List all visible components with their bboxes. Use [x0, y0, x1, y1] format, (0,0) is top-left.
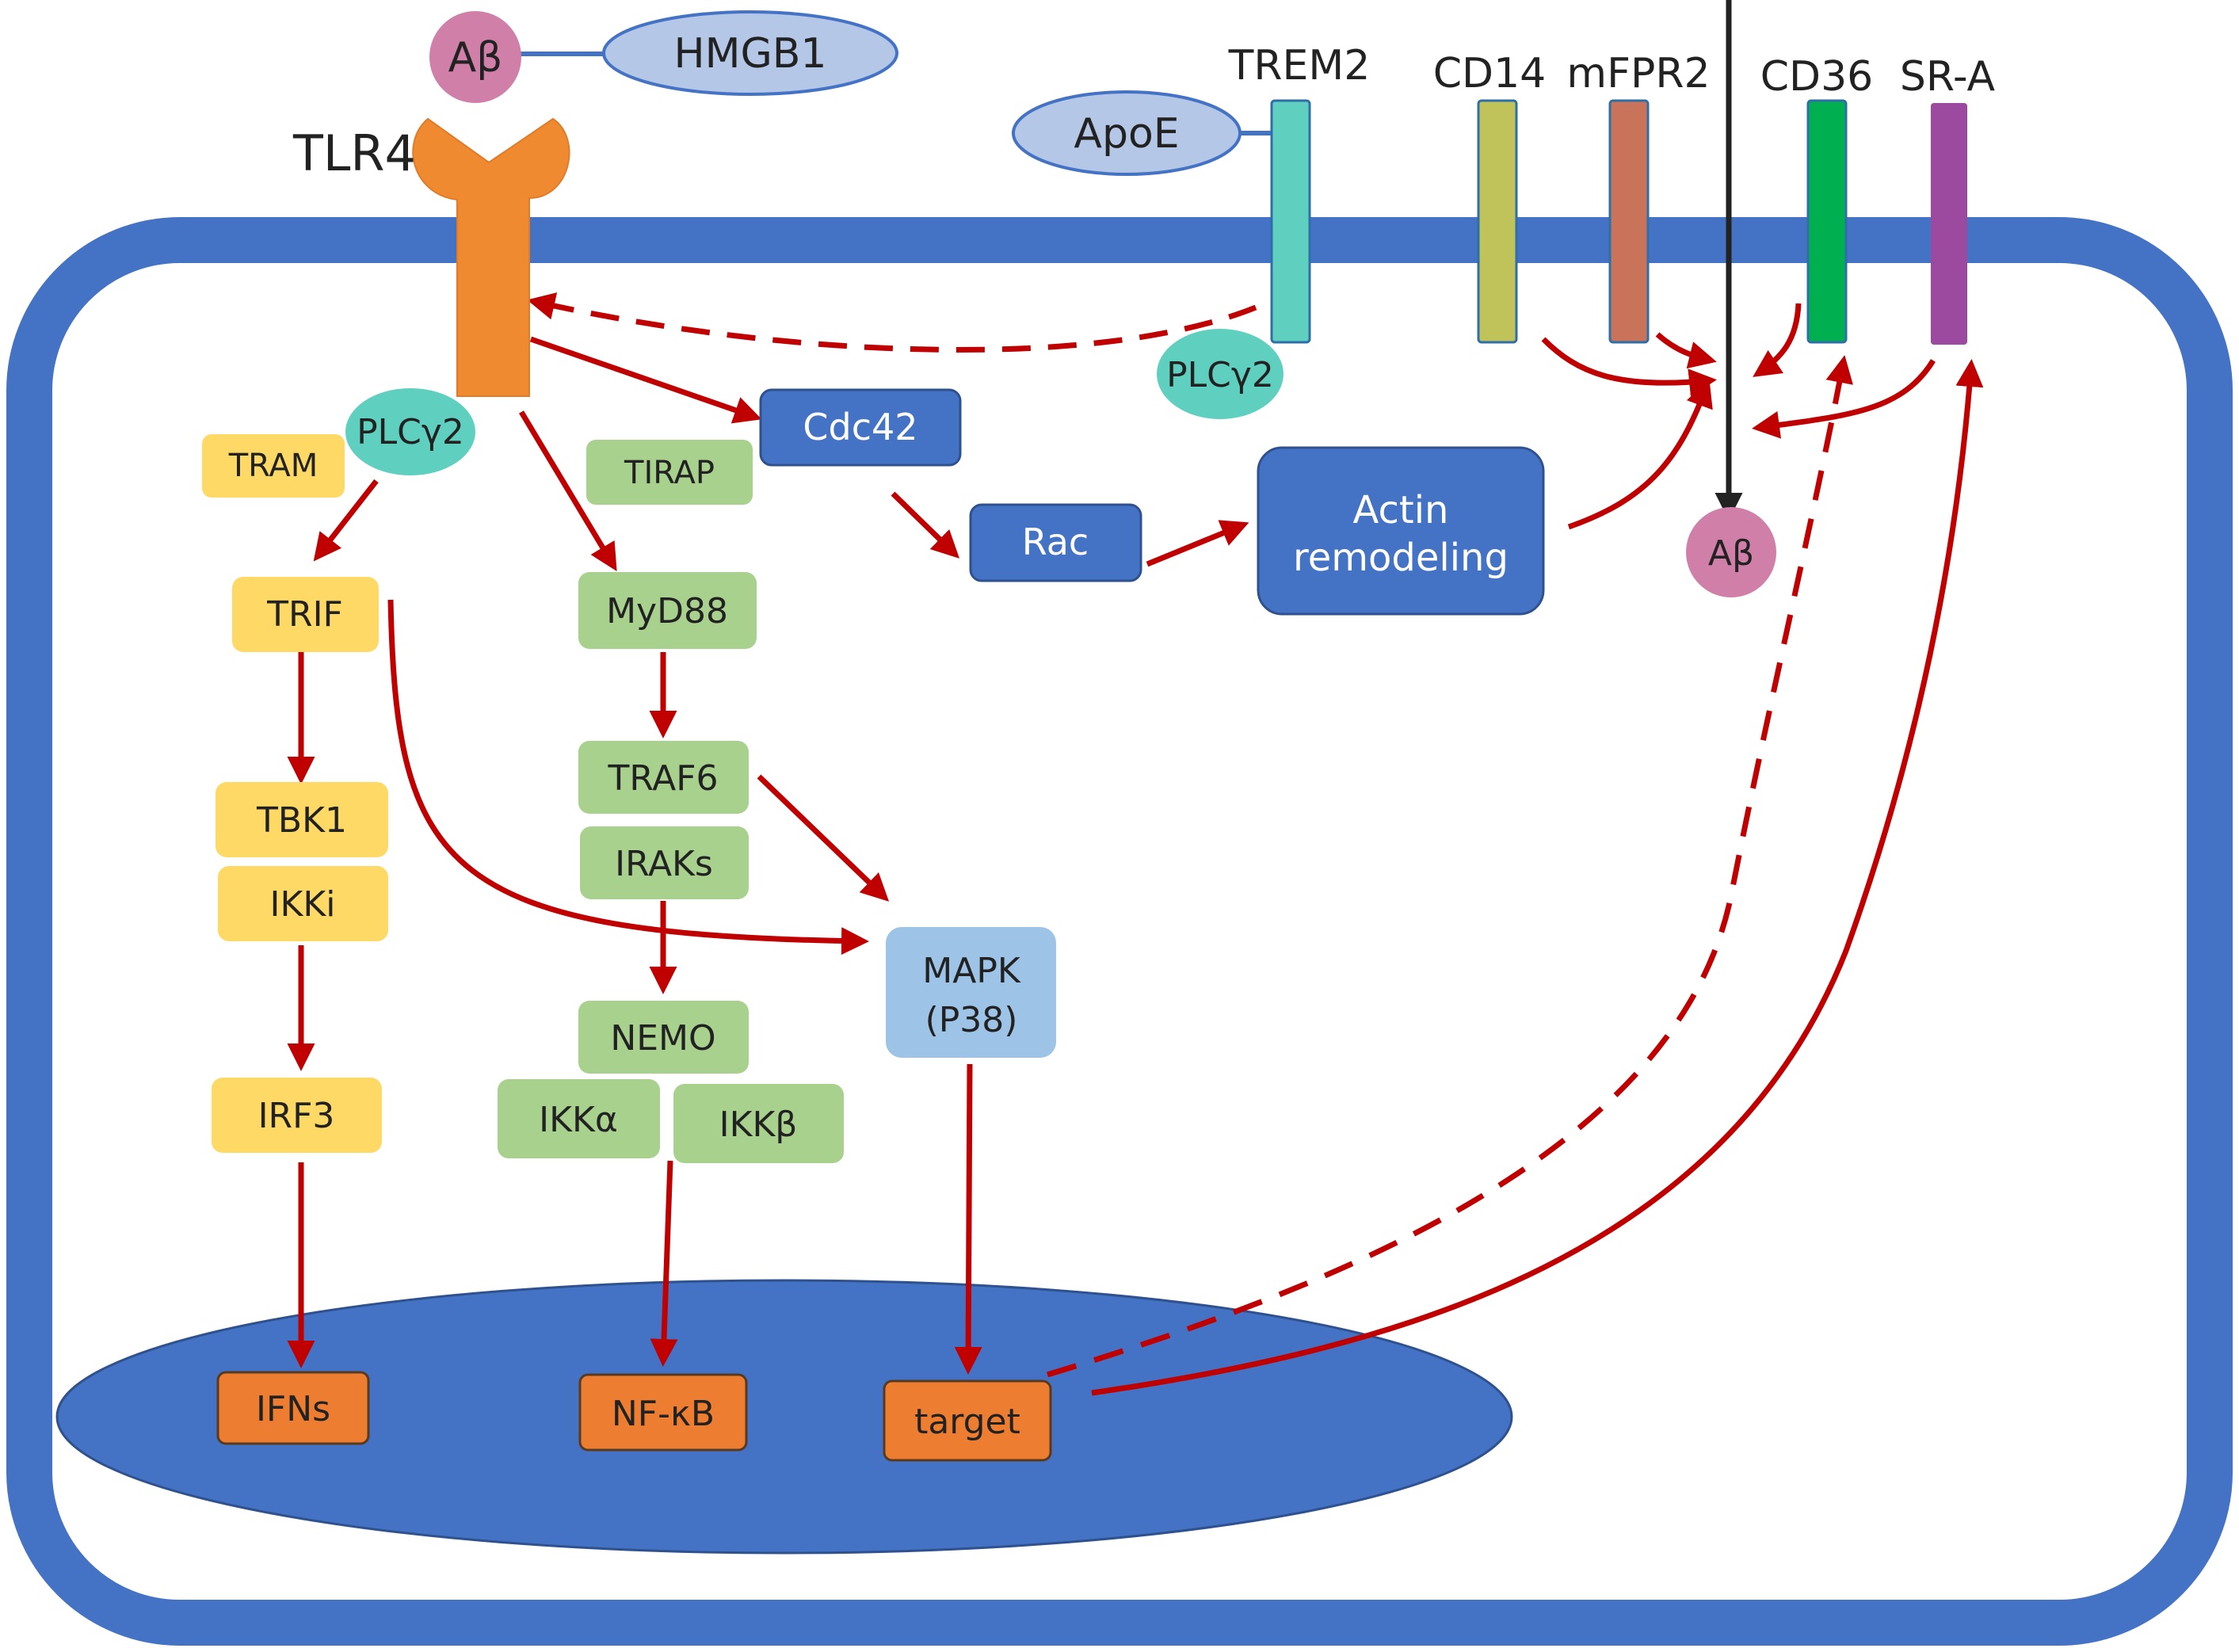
tirap-label: TIRAP [624, 455, 715, 491]
arrow-traf6-to-mapk [757, 774, 890, 902]
tram-label: TRAM [228, 448, 318, 484]
apoe-label: ApoE [1074, 110, 1179, 158]
mfpr2-label: mFPR2 [1566, 50, 1710, 97]
arrow-ikk-to-nfkb [650, 1160, 678, 1367]
plcg2-tlr4-label: PLCγ2 [357, 412, 464, 452]
arrow-actin-to-phagocytosis [1567, 379, 1713, 530]
tlr4-label: TLR4 [292, 124, 416, 182]
trem2-label: TREM2 [1228, 42, 1371, 90]
ikkb-label: IKKβ [719, 1105, 798, 1145]
arrow-mfpr2-to-phagocytosis [1655, 332, 1717, 369]
cell-membrane [6, 217, 2233, 1646]
rac-node [969, 503, 1142, 582]
cdc42-node [759, 388, 962, 467]
ikki-label: IKKi [270, 884, 336, 925]
irf3-node [212, 1078, 382, 1153]
arrow-trif-to-mapk [387, 599, 869, 956]
iraks-node [580, 826, 749, 899]
rac-label: Rac [1022, 521, 1089, 563]
abeta-internalized [1686, 507, 1776, 597]
arrow-cd14-to-phagocytosis [1541, 337, 1717, 397]
nemo-node [578, 1001, 749, 1074]
cd36-receptor [1806, 99, 1848, 344]
mfpr2-receptor [1608, 99, 1650, 344]
nemo-label: NEMO [610, 1018, 715, 1059]
mapk-line1: MAPK [922, 951, 1021, 991]
target-node [883, 1379, 1052, 1462]
trem2-receptor [1270, 99, 1311, 344]
arrow-rac-to-actin [1146, 520, 1249, 567]
arrow-sra-to-phagocytosis [1752, 359, 1936, 439]
abeta-extracellular-label: Aβ [448, 34, 503, 82]
ikka-label: IKKα [539, 1100, 618, 1140]
actin-remodeling-line2: remodeling [1293, 536, 1509, 580]
sra-label: SR-A [1900, 53, 1996, 101]
tram-node [202, 434, 345, 498]
cd14-receptor [1477, 99, 1518, 344]
actin-remodeling-node [1257, 446, 1545, 616]
cd14-label: CD14 [1433, 50, 1547, 97]
arrow-cdc42-to-rac [891, 491, 960, 559]
ifns-node [216, 1371, 370, 1445]
arrow-target-to-sra [1091, 359, 1984, 1396]
tbk1-label: TBK1 [256, 800, 347, 841]
irf3-label: IRF3 [258, 1096, 335, 1136]
plcg2-trem2-node [1157, 329, 1284, 419]
trif-label: TRIF [266, 594, 343, 635]
tlr4-receptor [412, 117, 570, 397]
iraks-label: IRAKs [615, 844, 713, 884]
nfkb-node [578, 1373, 748, 1452]
traf6-label: TRAF6 [607, 758, 718, 799]
arrow-trem2-to-tlr4 [527, 292, 1257, 353]
hmgb1-node [602, 10, 898, 96]
ikkb-node [673, 1084, 844, 1163]
trif-node [232, 577, 379, 652]
arrow-plcg2-to-trif [313, 479, 379, 562]
arrow-tlr4-to-cdc42 [529, 336, 762, 424]
ikka-node [498, 1079, 660, 1158]
target-label: target [914, 1402, 1020, 1442]
ikki-node [218, 866, 388, 941]
ifns-label: IFNs [256, 1389, 330, 1429]
abeta-internalized-label: Aβ [1708, 533, 1754, 574]
mapk-p38-node [886, 927, 1056, 1058]
actin-remodeling-line1: Actin [1353, 488, 1449, 532]
traf6-node [578, 741, 749, 814]
myd88-node [578, 572, 757, 649]
cd36-label: CD36 [1760, 53, 1874, 101]
sra-receptor [1931, 103, 1967, 345]
plcg2-tlr4-node [345, 388, 475, 475]
arrow-target-to-cd36 [1046, 355, 1853, 1378]
tbk1-node [216, 782, 388, 857]
tirap-node [586, 440, 753, 505]
arrow-cd36-to-phagocytosis [1753, 303, 1802, 377]
plcg2-trem2-label: PLCγ2 [1166, 355, 1274, 395]
myd88-label: MyD88 [606, 591, 728, 631]
nucleus [55, 1279, 1513, 1555]
arrow-mapk-to-target [954, 1063, 982, 1375]
nfkb-label: NF-κB [612, 1394, 715, 1434]
abeta-extracellular [429, 11, 521, 103]
mapk-line2: (P38) [925, 1000, 1018, 1040]
cdc42-label: Cdc42 [803, 406, 917, 448]
arrow-tlr4-to-myd88 [518, 410, 617, 572]
arrows [287, 292, 1984, 1396]
hmgb1-label: HMGB1 [673, 30, 826, 78]
